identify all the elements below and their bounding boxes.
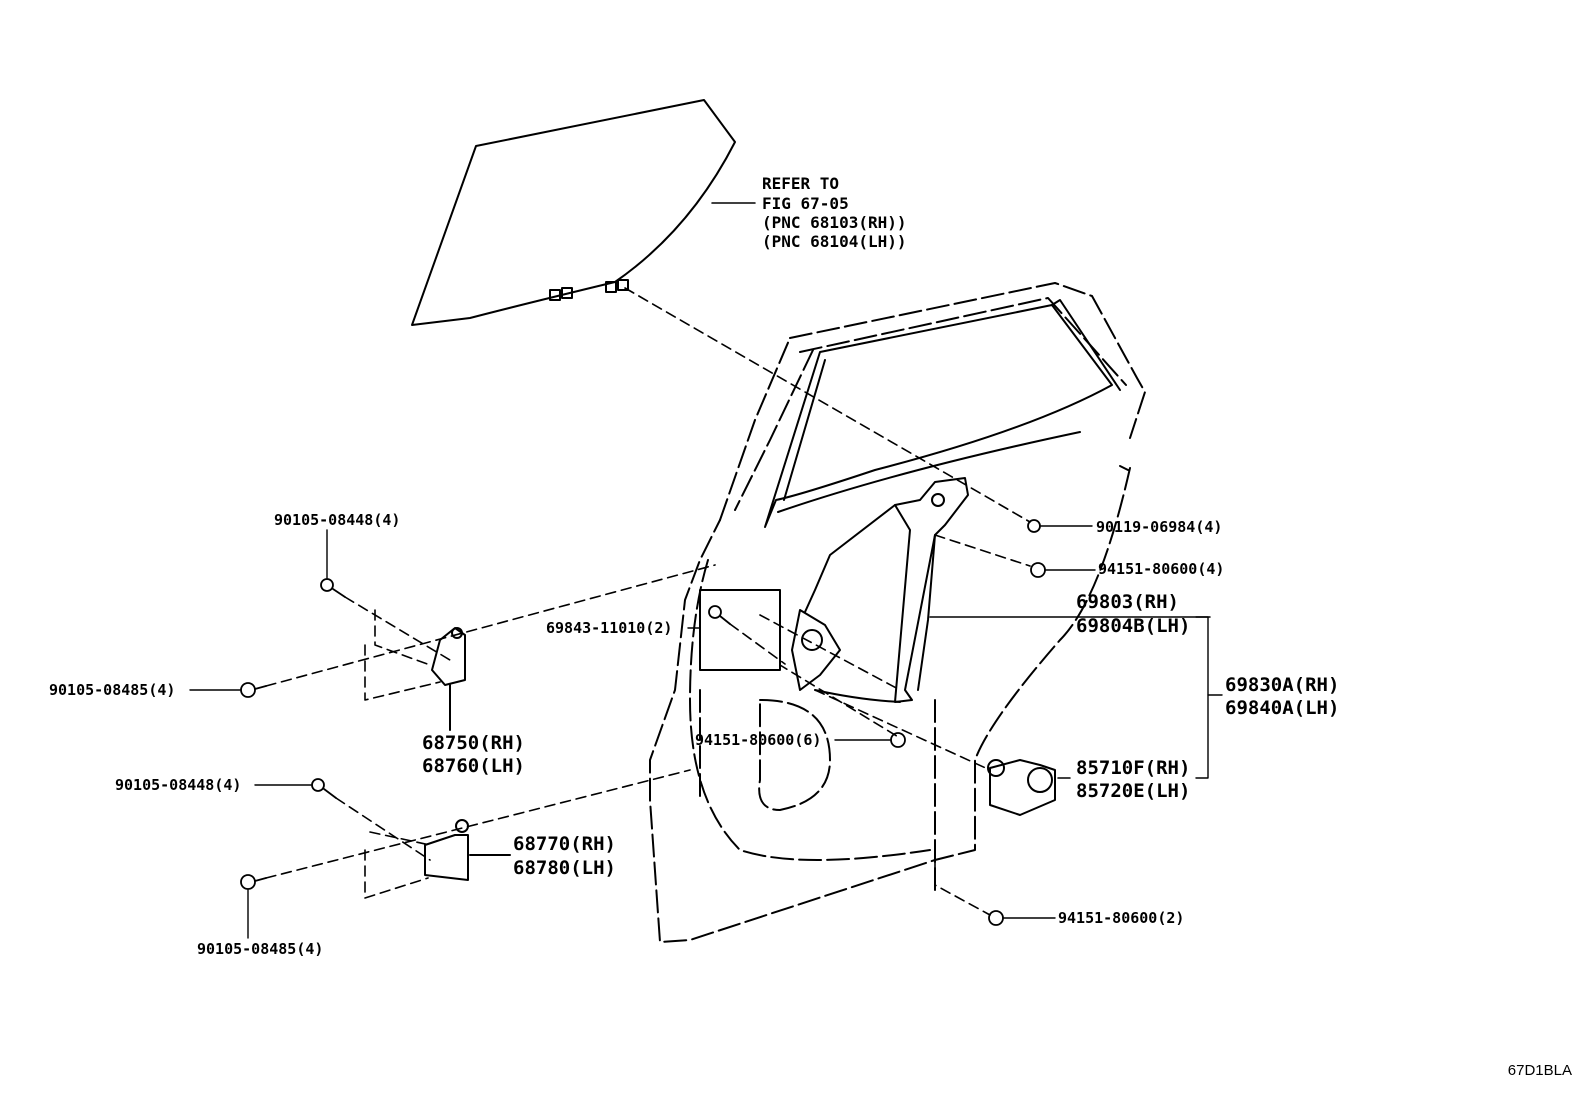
label-68780[interactable]: 68780(LH) (513, 857, 616, 879)
refer-line-1: REFER TO (762, 174, 840, 193)
label-69804b[interactable]: 69804B(LH) (1076, 615, 1191, 637)
label-69803[interactable]: 69803(RH) (1076, 591, 1179, 613)
label-94151-80600-4[interactable]: 94151-80600(4) (1098, 560, 1225, 578)
door-panel (649, 282, 1146, 943)
label-69840a[interactable]: 69840A(LH) (1225, 697, 1340, 719)
label-90105-08485-top[interactable]: 90105-08485(4) (49, 681, 176, 699)
diagram-code: 67D1BLA (1507, 1062, 1572, 1079)
refer-line-3: (PNC 68103(RH)) (762, 213, 907, 232)
label-90105-08448-bottom[interactable]: 90105-08448(4) (115, 776, 242, 794)
service-hole-cover (699, 589, 781, 671)
label-90105-08448-top[interactable]: 90105-08448(4) (274, 511, 401, 529)
label-90105-08485-bottom[interactable]: 90105-08485(4) (197, 940, 324, 958)
label-94151-80600-6[interactable]: 94151-80600(6) (695, 731, 822, 749)
window-motor (987, 759, 1071, 816)
refer-line-2: FIG 67-05 (762, 194, 849, 213)
label-68770[interactable]: 68770(RH) (513, 833, 616, 855)
door-glass (411, 99, 756, 326)
label-90119-06984[interactable]: 90119-06984(4) (1096, 518, 1223, 536)
label-94151-80600-2[interactable]: 94151-80600(2) (1058, 909, 1185, 927)
dashed-leaders (265, 287, 1031, 916)
window-regulator (791, 477, 1211, 703)
window-frame (764, 299, 1129, 528)
leader-lines (189, 525, 1223, 939)
label-85720e[interactable]: 85720E(LH) (1076, 780, 1191, 802)
upper-hinge (431, 627, 466, 731)
label-85710f[interactable]: 85710F(RH) (1076, 757, 1191, 779)
refer-line-4: (PNC 68104(LH)) (762, 232, 907, 251)
label-69830a[interactable]: 69830A(RH) (1225, 674, 1340, 696)
label-69843[interactable]: 69843-11010(2) (546, 619, 673, 637)
label-68760[interactable]: 68760(LH) (422, 755, 525, 777)
lower-hinge (424, 819, 511, 881)
label-68750[interactable]: 68750(RH) (422, 732, 525, 754)
